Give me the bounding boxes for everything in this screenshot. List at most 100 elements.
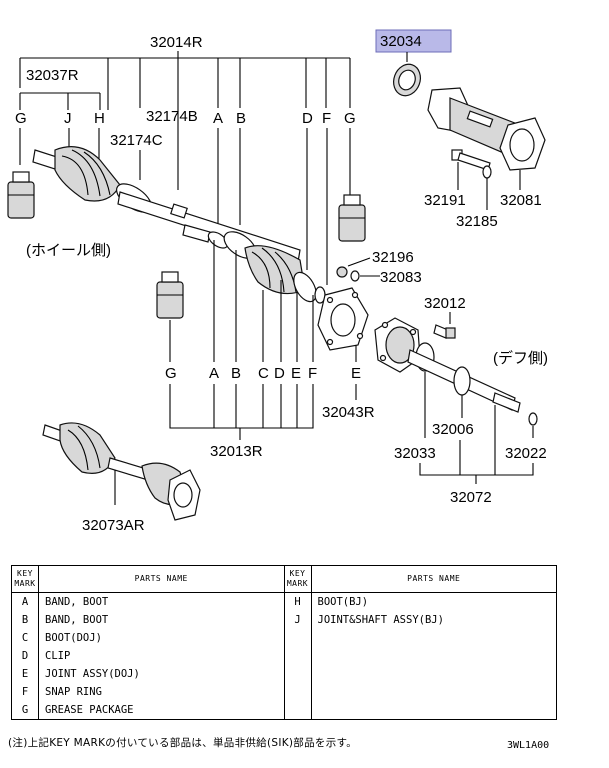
drive-shaft-32073AR — [42, 422, 201, 521]
table-row: B BAND, BOOT J JOINT&SHAFT ASSY(BJ) — [11, 611, 557, 629]
header-mark-text: MARK — [286, 579, 309, 588]
key-bottom-B: B — [231, 365, 241, 382]
label-32196[interactable]: 32196 — [372, 249, 414, 266]
parts-name-cell — [310, 701, 557, 720]
bolt-32012 — [433, 324, 456, 339]
key-mark-cell — [283, 665, 312, 683]
label-32073AR[interactable]: 32073AR — [82, 517, 145, 534]
header-key-mark-right: KEY MARK — [283, 565, 312, 593]
grease-package-bottom — [156, 271, 184, 319]
header-mark-text: MARK — [14, 579, 36, 588]
nut-32196 — [336, 266, 348, 278]
table-row: G GREASE PACKAGE — [11, 701, 557, 720]
parts-name-cell — [310, 683, 557, 701]
label-32174B[interactable]: 32174B — [146, 108, 198, 125]
leaders-bottom-keys — [169, 240, 357, 362]
highlight-32034 — [375, 29, 452, 53]
key-top-H: H — [94, 110, 105, 127]
key-bottom-E: E — [291, 365, 301, 382]
header-key-mark-left: KEY MARK — [11, 565, 39, 593]
key-bottom-A: A — [209, 365, 219, 382]
label-32083[interactable]: 32083 — [380, 269, 422, 286]
header-parts-name-left: PARTS NAME — [38, 565, 285, 593]
header-parts-name-right: PARTS NAME — [310, 565, 557, 593]
label-32081[interactable]: 32081 — [500, 192, 542, 209]
inner-shaft-32006 — [374, 317, 538, 426]
parts-name-cell: BAND, BOOT — [38, 592, 285, 611]
parts-table-header: KEY MARK PARTS NAME KEY MARK PARTS NAME — [11, 565, 557, 593]
key-top-A: A — [213, 110, 223, 127]
parts-name-cell: JOINT&SHAFT ASSY(BJ) — [310, 611, 557, 629]
table-row: C BOOT(DOJ) — [11, 629, 557, 647]
parts-name-cell: BOOT(BJ) — [310, 592, 557, 611]
grease-package-top-left — [7, 171, 35, 219]
key-mark-cell — [283, 629, 312, 647]
table-row: D CLIP — [11, 647, 557, 665]
header-key-text: KEY — [17, 569, 33, 578]
key-top-D: D — [302, 110, 313, 127]
key-mark-cell: A — [11, 592, 39, 611]
label-32013R[interactable]: 32013R — [210, 443, 263, 460]
label-32034[interactable]: 32034 — [380, 33, 422, 50]
parts-name-cell — [310, 665, 557, 683]
key-bottom-D: D — [274, 365, 285, 382]
label-32174C[interactable]: 32174C — [110, 132, 163, 149]
key-mark-cell: E — [11, 665, 39, 683]
bearing-housing-32081 — [427, 87, 546, 171]
diagram-code: 3WL1A00 — [507, 740, 550, 751]
label-32006[interactable]: 32006 — [432, 421, 474, 438]
parts-name-cell: BOOT(DOJ) — [38, 629, 285, 647]
key-top-F: F — [322, 110, 331, 127]
key-top-G1: G — [15, 110, 27, 127]
bracket-drops-32014R — [107, 58, 327, 190]
parts-diagram: 32014R 32037R G J H 32174B A B D F G 321… — [7, 29, 548, 534]
key-top-B: B — [236, 110, 246, 127]
key-mark-cell — [283, 701, 312, 720]
key-bottom-C: C — [258, 365, 269, 382]
parts-name-cell: SNAP RING — [38, 683, 285, 701]
parts-name-cell: JOINT ASSY(DOJ) — [38, 665, 285, 683]
label-wheel-side: (ホイール側) — [26, 242, 111, 259]
grease-package-top-right — [338, 194, 366, 242]
key-mark-cell: J — [283, 611, 312, 629]
label-32037R[interactable]: 32037R — [26, 67, 79, 84]
key-mark-cell: F — [11, 683, 39, 701]
key-mark-cell: H — [283, 592, 312, 611]
doj-flange — [317, 287, 369, 351]
key-mark-cell: G — [11, 701, 39, 720]
parts-name-cell: BAND, BOOT — [38, 611, 285, 629]
key-bottom-F: F — [308, 365, 317, 382]
key-mark-cell: D — [11, 647, 39, 665]
label-32022[interactable]: 32022 — [505, 445, 547, 462]
leaders-housing — [457, 162, 521, 210]
key-flange-E: E — [351, 365, 361, 382]
seal-32034 — [393, 63, 421, 97]
key-mark-cell — [283, 647, 312, 665]
label-32185[interactable]: 32185 — [456, 213, 498, 230]
leaders-lower-right — [424, 372, 534, 438]
leaders-top-keys — [19, 128, 351, 285]
table-row: A BAND, BOOT H BOOT(BJ) — [11, 592, 557, 611]
parts-table: KEY MARK PARTS NAME KEY MARK PARTS NAME … — [11, 565, 557, 720]
table-row: E JOINT ASSY(DOJ) — [11, 665, 557, 683]
parts-name-cell: CLIP — [38, 647, 285, 665]
footnote: (注)上記KEY MARKの付いている部品は、単品非供給(SIK)部品を示す。 — [8, 737, 358, 749]
label-32014R[interactable]: 32014R — [150, 34, 203, 51]
key-mark-cell: C — [11, 629, 39, 647]
bracket-32013R — [169, 384, 314, 440]
leader-32014R — [19, 51, 351, 108]
key-bottom-G: G — [165, 365, 177, 382]
label-32012[interactable]: 32012 — [424, 295, 466, 312]
label-32072[interactable]: 32072 — [450, 489, 492, 506]
parts-name-cell: GREASE PACKAGE — [38, 701, 285, 720]
header-key-text: KEY — [289, 569, 306, 578]
label-32033[interactable]: 32033 — [394, 445, 436, 462]
table-row: F SNAP RING — [11, 683, 557, 701]
key-top-J: J — [64, 110, 72, 127]
label-32191[interactable]: 32191 — [424, 192, 466, 209]
label-32043R[interactable]: 32043R — [322, 404, 375, 421]
key-mark-cell — [283, 683, 312, 701]
key-top-G2: G — [344, 110, 356, 127]
leader-32196 — [347, 257, 371, 267]
ring-32083 — [350, 270, 360, 282]
